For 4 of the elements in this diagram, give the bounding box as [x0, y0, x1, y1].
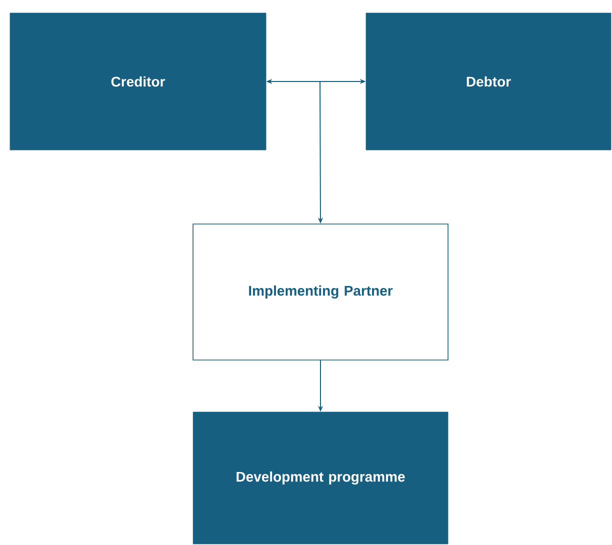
- process-box: Debtor: [366, 12, 612, 150]
- partner-box: Implementing Partner: [192, 224, 448, 360]
- process-box: Creditor: [10, 12, 266, 150]
- process-box: Development programme: [192, 412, 448, 544]
